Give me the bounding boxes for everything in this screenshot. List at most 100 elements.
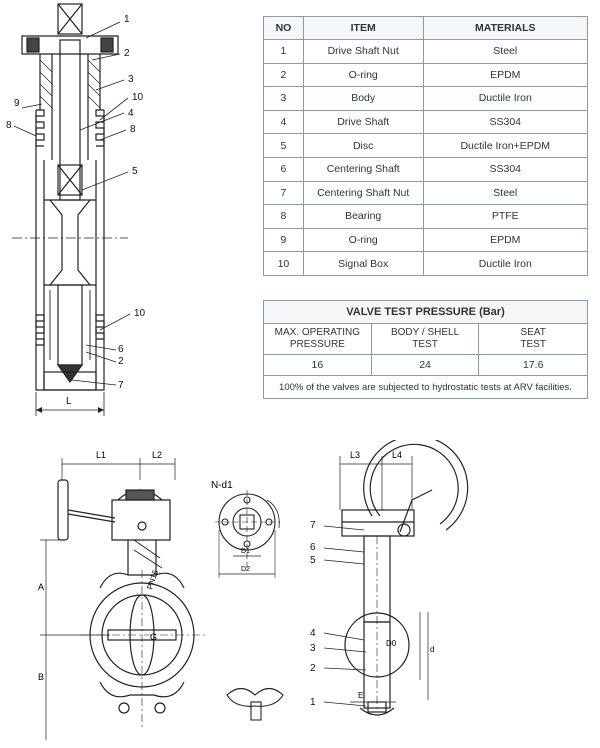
row-item: Body	[302, 86, 424, 111]
row-material: Steel	[422, 39, 588, 64]
side-callout: 3	[310, 643, 316, 654]
row-material: Ductile Iron	[422, 86, 588, 111]
section-callout: 7	[118, 380, 124, 391]
row-no: 1	[263, 39, 304, 64]
section-callout: 3	[128, 74, 134, 85]
dim-L1-label: L1	[96, 450, 106, 460]
row-item: Centering Shaft Nut	[302, 180, 424, 206]
row-no: 3	[263, 86, 304, 111]
row-material: Ductile Iron+EPDM	[422, 133, 588, 158]
dim-E-label: E	[358, 691, 363, 700]
section-callout: 1	[124, 14, 130, 25]
pressure-header-line: SEAT	[520, 327, 546, 338]
dim-B-label: B	[38, 672, 44, 682]
row-item: O-ring	[302, 62, 424, 88]
row-material: EPDM	[422, 227, 588, 253]
row-material: Ductile Iron	[422, 251, 588, 276]
row-material: EPDM	[422, 62, 588, 88]
section-callout: 2	[124, 48, 130, 59]
section-callout: 4	[128, 108, 134, 119]
row-item: Drive Shaft	[302, 109, 424, 135]
row-no: 9	[263, 227, 304, 253]
row-item: Drive Shaft Nut	[302, 39, 424, 64]
row-item: Disc	[302, 133, 424, 158]
row-material: PTFE	[422, 204, 588, 229]
disc-mark-g: G	[150, 632, 157, 642]
valve-side-view: 7 6 5 4 3 2 1 L3 L4 E D0 d	[310, 440, 469, 716]
pressure-note: 100% of the valves are subjected to hydr…	[263, 375, 588, 399]
header-item: ITEM	[302, 16, 424, 40]
section-callout: 5	[132, 166, 138, 177]
side-callout: 1	[310, 697, 316, 708]
section-callout: 8	[6, 120, 12, 131]
row-no: 10	[263, 251, 304, 276]
section-callout: 8	[130, 124, 136, 135]
row-no: 8	[263, 204, 304, 229]
row-no: 5	[263, 133, 304, 158]
side-callout: 7	[310, 520, 316, 531]
pressure-header-body-shell: BODY / SHELL TEST	[370, 323, 480, 355]
header-materials: MATERIALS	[422, 16, 588, 40]
side-callout: 2	[310, 663, 316, 674]
dim-D0-label: D0	[386, 639, 397, 648]
dim-d-label: d	[430, 645, 434, 654]
pressure-value-max-operating: 16	[263, 354, 372, 376]
valve-flange-view: N-d1 D1 D2	[211, 480, 284, 721]
side-callout: 4	[310, 628, 316, 639]
row-no: 2	[263, 62, 304, 88]
pressure-header-line: TEST	[412, 339, 438, 350]
row-item: Bearing	[302, 204, 424, 229]
row-item: O-ring	[302, 227, 424, 253]
row-no: 7	[263, 180, 304, 206]
dim-D2-label: D2	[241, 566, 250, 573]
pressure-value-body-shell: 24	[370, 354, 480, 376]
pressure-header-line: MAX. OPERATING	[274, 327, 361, 338]
valve-front-view: L1 L2 A B PN16 G	[38, 450, 205, 740]
dim-L2-label: L2	[152, 450, 162, 460]
pressure-header-line: TEST	[520, 339, 546, 350]
section-callout: 10	[134, 308, 146, 319]
dim-D1-label: D1	[241, 548, 250, 555]
row-material: Steel	[422, 180, 588, 206]
side-callout: 6	[310, 542, 316, 553]
materials-header-row: NO ITEM MATERIALS	[263, 16, 588, 40]
row-item: Signal Box	[302, 251, 424, 276]
row-no: 4	[263, 109, 304, 135]
header-no: NO	[263, 16, 304, 40]
dim-L4-label: L4	[392, 450, 402, 460]
dim-L-label: L	[66, 396, 72, 407]
section-callout: 6	[118, 344, 124, 355]
pressure-header-line: BODY / SHELL	[390, 327, 460, 338]
dim-L3-label: L3	[350, 450, 360, 460]
pressure-header-seat: SEAT TEST	[478, 323, 588, 355]
pressure-header-line: PRESSURE	[289, 339, 345, 350]
label-nd1: N-d1	[211, 480, 233, 491]
section-callout: 10	[132, 92, 144, 103]
pressure-table: VALVE TEST PRESSURE (Bar) MAX. OPERATING…	[263, 300, 588, 399]
section-callout: 2	[118, 356, 124, 367]
row-material: SS304	[422, 109, 588, 135]
pressure-header-max-operating: MAX. OPERATING PRESSURE	[263, 323, 372, 355]
side-callout: 5	[310, 555, 316, 566]
row-item: Centering Shaft	[302, 156, 424, 182]
pressure-value-seat: 17.6	[478, 354, 588, 376]
body-mark-pn16: PN16	[145, 568, 160, 590]
row-material: SS304	[422, 156, 588, 182]
section-callout: 9	[14, 98, 20, 109]
dim-A-label: A	[38, 582, 44, 592]
pressure-table-title: VALVE TEST PRESSURE (Bar)	[263, 300, 588, 324]
row-no: 6	[263, 156, 304, 182]
